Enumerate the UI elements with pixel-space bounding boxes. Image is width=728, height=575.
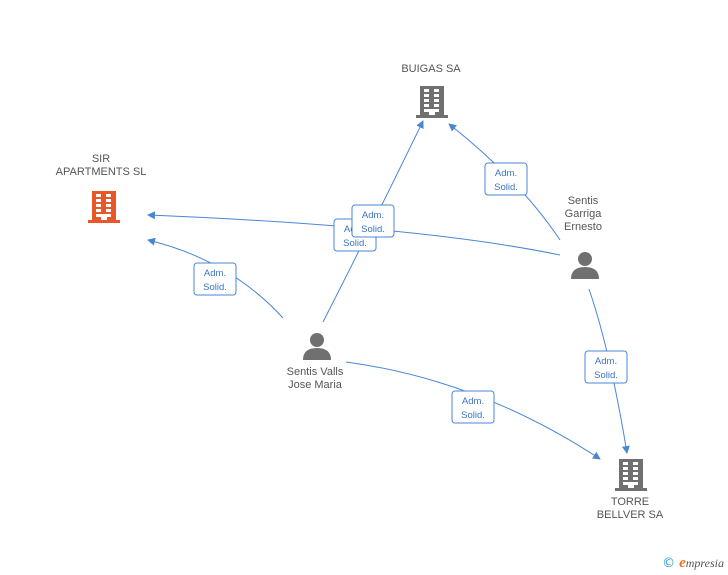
badge-label: Adm. <box>495 168 517 179</box>
badge-label: Solid. <box>461 410 485 421</box>
badge-label: Solid. <box>343 238 367 249</box>
node-label: Sentis Valls <box>287 366 344 378</box>
node-label: BELLVER SA <box>597 509 664 521</box>
node-label: Garriga <box>565 208 603 220</box>
badge-label: Adm. <box>462 396 484 407</box>
empresia-credit[interactable]: ©empresia <box>662 555 724 572</box>
person-icon <box>303 333 331 360</box>
node-label: SIR <box>92 153 110 165</box>
relation-badge[interactable]: Adm. Solid. <box>351 204 395 238</box>
brand-logo-e: e <box>679 555 686 571</box>
node-label: Ernesto <box>564 221 602 233</box>
brand-logo-text: mpresia <box>685 556 724 570</box>
badge-label: Solid. <box>494 182 518 193</box>
building-icon <box>88 191 120 223</box>
badges-layer: Adm. Solid. Adm. Solid. Adm. Solid. Adm. Solid.… <box>193 162 628 424</box>
badge-label: Adm. <box>204 268 226 279</box>
badge-label: Solid. <box>203 282 227 293</box>
building-icon <box>615 459 647 491</box>
copyright-icon: © <box>662 556 676 571</box>
badge-label: Adm. <box>362 210 384 221</box>
relation-badge[interactable]: Adm. Solid. <box>193 262 237 296</box>
badge-label: Solid. <box>361 224 385 235</box>
node-label: TORRE <box>611 496 649 508</box>
badge-label: Solid. <box>594 370 618 381</box>
node-label: APARTMENTS SL <box>56 166 147 178</box>
node-buigas[interactable]: BUIGAS SA <box>401 63 461 118</box>
relation-badge[interactable]: Adm. Solid. <box>451 390 495 424</box>
badge-label: Adm. <box>595 356 617 367</box>
node-label: Sentis <box>568 195 599 207</box>
relation-badge[interactable]: Adm. Solid. <box>584 350 628 384</box>
person-icon <box>571 252 599 279</box>
node-label: Jose Maria <box>288 379 343 391</box>
node-label: BUIGAS SA <box>401 63 461 75</box>
relation-badge[interactable]: Adm. Solid. <box>484 162 528 196</box>
building-icon <box>416 86 448 118</box>
